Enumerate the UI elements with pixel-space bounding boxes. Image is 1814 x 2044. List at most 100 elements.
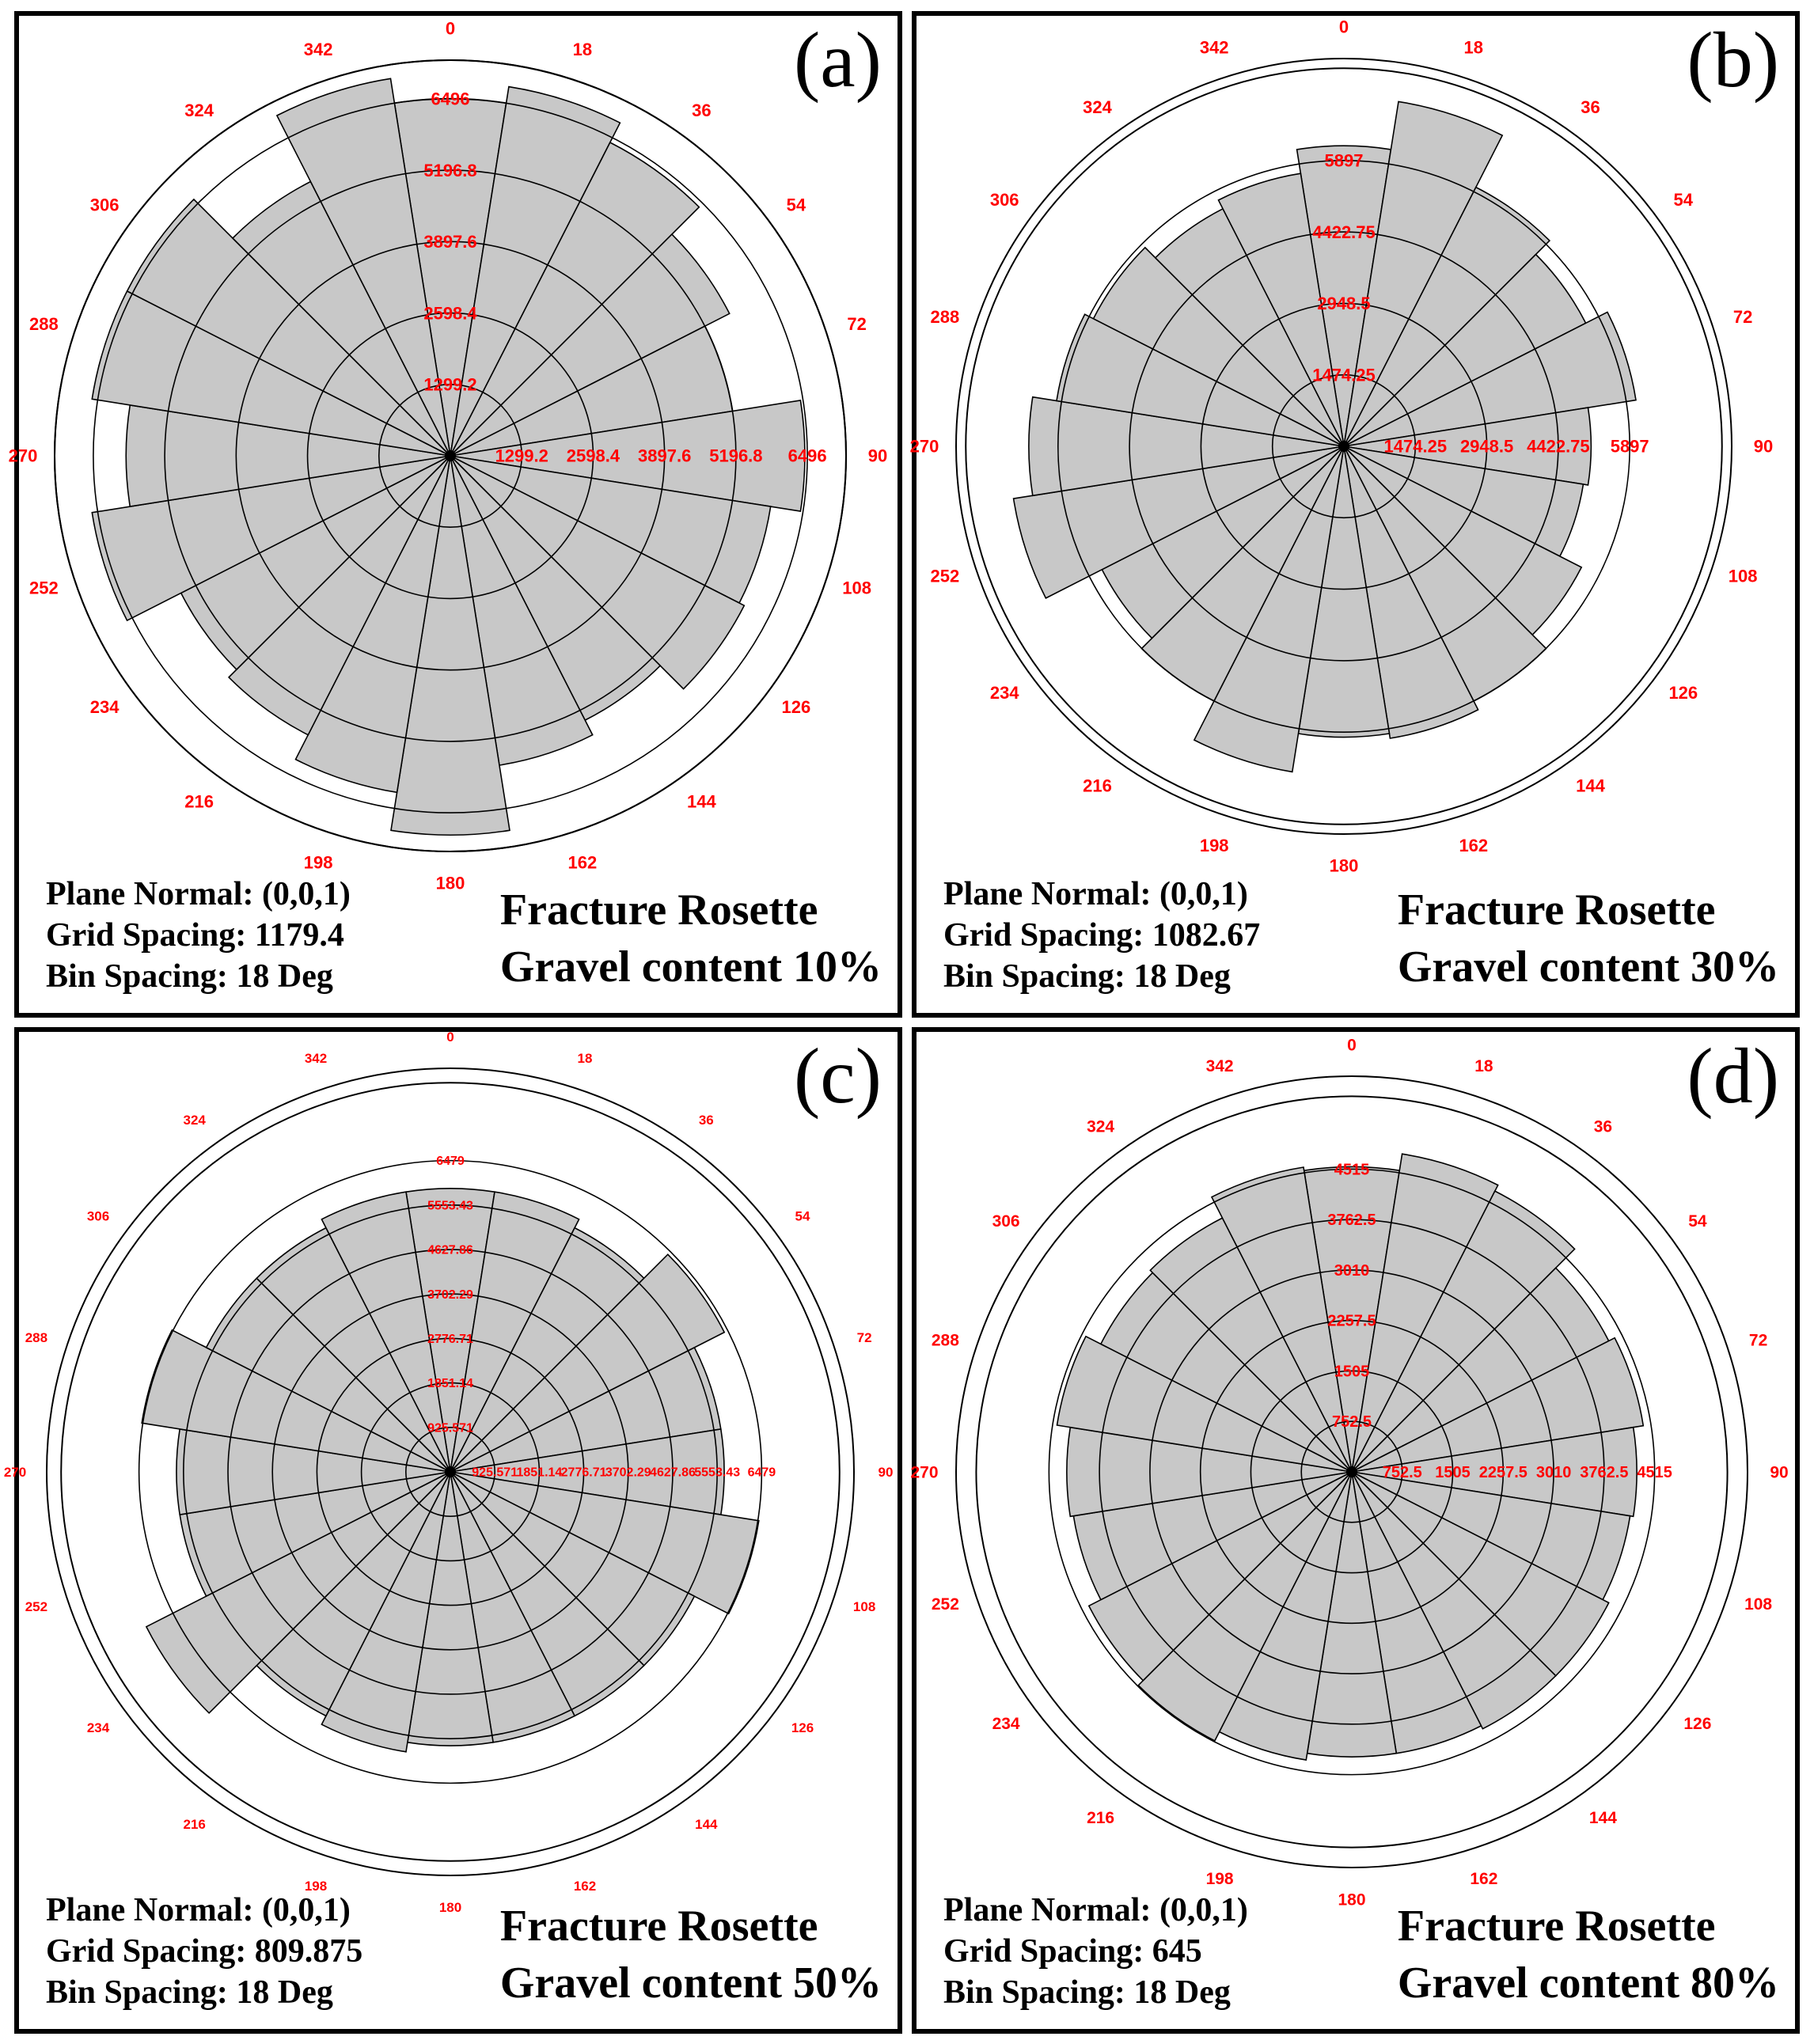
- angle-label: 162: [1470, 1870, 1497, 1888]
- caption-subtitle: Gravel content 80%: [1397, 1959, 1779, 2008]
- grid-circle: [306, 312, 594, 600]
- angle-label: 54: [787, 195, 806, 214]
- inner-boundary-circle: [975, 1095, 1729, 1849]
- grid-label-vertical: 1474.25: [1312, 365, 1376, 385]
- caption-title: Fracture Rosette: [499, 1902, 818, 1951]
- angle-label: 270: [9, 446, 38, 466]
- grid-circle: [227, 1249, 674, 1695]
- grid-circle: [271, 1293, 629, 1651]
- grid-label-vertical: 5553.43: [427, 1199, 473, 1212]
- angle-label: 180: [1338, 1890, 1365, 1909]
- angle-label: 234: [990, 683, 1019, 703]
- grid-label-horizontal: 1299.2: [495, 446, 548, 466]
- angle-label: 72: [857, 1330, 872, 1345]
- grid-label-vertical: 2776.71: [427, 1333, 473, 1346]
- angle-label: 252: [931, 567, 960, 586]
- grid-label-horizontal: 3010: [1536, 1464, 1572, 1481]
- rose-petal: [275, 78, 451, 457]
- rose-petal: [1210, 1166, 1353, 1473]
- angle-label: 0: [1339, 17, 1349, 37]
- rose-chart: 925.5711851.142776.713702.294627.865553.…: [4, 1030, 894, 1915]
- angle-label: 36: [1581, 97, 1600, 117]
- grid-label-horizontal: 3762.5: [1580, 1464, 1628, 1481]
- rose-petal: [227, 455, 451, 736]
- grid-label-vertical: 4515: [1334, 1161, 1370, 1178]
- angle-label: 288: [932, 1332, 959, 1350]
- angle-label: 342: [1200, 38, 1229, 58]
- grid-circle: [1300, 1420, 1403, 1523]
- angle-label: 306: [990, 190, 1019, 210]
- grid-circle: [1149, 1269, 1554, 1674]
- grid-label-horizontal: 752.5: [1383, 1464, 1422, 1481]
- grid-label-horizontal: 2776.71: [561, 1466, 607, 1480]
- angle-label: 306: [90, 195, 120, 214]
- inner-boundary-circle: [60, 1082, 841, 1862]
- rose-petal: [1351, 1337, 1645, 1473]
- rose-petal: [1343, 407, 1592, 486]
- caption-subtitle: Gravel content 50%: [499, 1959, 882, 2008]
- angle-label: 108: [853, 1599, 875, 1614]
- caption-title: Fracture Rosette: [1397, 1902, 1716, 1951]
- angle-label: 72: [847, 314, 866, 334]
- caption-title: Fracture Rosette: [1397, 885, 1716, 935]
- grid-circle: [405, 1427, 495, 1517]
- grid-label-horizontal: 3897.6: [638, 446, 691, 466]
- bin-spacing: Bin Spacing: 18 Deg: [943, 1974, 1231, 2011]
- grid-label-vertical: 1505: [1334, 1363, 1370, 1380]
- angle-label: 180: [1330, 856, 1359, 876]
- grid-label-horizontal: 2948.5: [1460, 437, 1513, 457]
- grid-label-vertical: 1851.14: [427, 1377, 473, 1390]
- angle-label: 108: [1744, 1595, 1772, 1614]
- angle-label: 342: [305, 1051, 327, 1066]
- grid-label-horizontal: 2257.5: [1479, 1464, 1527, 1481]
- grid-circle: [378, 383, 523, 529]
- rose-petal: [1028, 396, 1345, 497]
- grid-label-horizontal: 5553.43: [694, 1466, 740, 1480]
- rose-petal: [450, 1471, 760, 1615]
- panel-label: (b): [1687, 16, 1779, 104]
- grid-circle: [1048, 1168, 1656, 1776]
- angle-label: 216: [1087, 1809, 1114, 1827]
- angle-label: 18: [573, 40, 592, 59]
- caption-subtitle: Gravel content 10%: [499, 942, 882, 992]
- angle-label: 162: [1459, 836, 1488, 855]
- grid-circle: [93, 98, 808, 813]
- angle-label: 144: [1576, 776, 1605, 796]
- grid-circle: [1099, 1219, 1605, 1725]
- angle-label: 54: [1688, 1212, 1707, 1231]
- rose-petal: [1351, 1190, 1576, 1473]
- angle-label: 234: [992, 1715, 1020, 1733]
- rose-petal: [1056, 1335, 1353, 1473]
- angle-label: 108: [842, 578, 871, 598]
- grid-label-horizontal: 1505: [1435, 1464, 1471, 1481]
- rose-petal: [141, 1329, 451, 1473]
- angle-label: 0: [1347, 1036, 1357, 1054]
- grid-label-horizontal: 925.571: [472, 1466, 518, 1480]
- grid-label-vertical: 752.5: [1332, 1413, 1372, 1431]
- grid-label-horizontal: 1474.25: [1384, 437, 1448, 457]
- caption: Fracture Rosette Gravel content 10%: [500, 882, 882, 995]
- angle-label: 252: [25, 1599, 47, 1614]
- angle-label: 324: [1083, 97, 1112, 117]
- angle-label: 108: [1729, 567, 1758, 586]
- angle-label: 144: [1589, 1809, 1617, 1827]
- rose-petal: [1343, 311, 1637, 447]
- center-dot: [445, 450, 456, 461]
- grid-circle: [316, 1337, 585, 1606]
- grid-label-horizontal: 4422.75: [1527, 437, 1590, 457]
- grid-label-horizontal: 5897: [1611, 437, 1649, 457]
- angle-label: 126: [1668, 683, 1698, 703]
- angle-label: 234: [90, 697, 120, 717]
- angle-label: 216: [1083, 776, 1112, 796]
- angle-label: 342: [1206, 1057, 1234, 1075]
- bin-spacing: Bin Spacing: 18 Deg: [46, 958, 333, 995]
- caption-title: Fracture Rosette: [499, 885, 818, 935]
- angle-label: 18: [578, 1051, 593, 1066]
- angle-label: 0: [446, 1030, 454, 1045]
- rose-petal: [1351, 1153, 1499, 1473]
- rose-petal: [145, 1471, 451, 1714]
